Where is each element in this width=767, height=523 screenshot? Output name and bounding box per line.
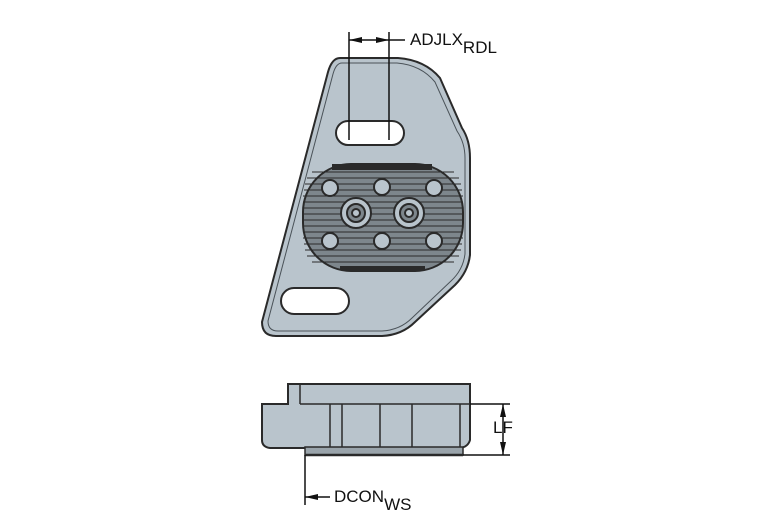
side-view (261, 383, 510, 505)
dconws-label: DCONWS (334, 487, 411, 514)
dconws-sub: WS (384, 495, 412, 514)
serrated-pad (302, 163, 464, 272)
side-body (261, 383, 471, 449)
lf-label: LF (493, 418, 513, 438)
lf-dimension (463, 403, 510, 456)
dconws-main: DCON (334, 487, 385, 506)
lower-slot (280, 287, 350, 315)
upper-slot (335, 120, 405, 146)
clamp-screws (340, 197, 425, 229)
adjlx-dimension (348, 32, 405, 140)
lf-main: LF (493, 418, 513, 437)
adjlx-sub: RDL (462, 38, 497, 57)
adjlx-label: ADJLXRDL (410, 30, 497, 57)
screw-holes (321, 178, 443, 250)
top-view (260, 32, 471, 337)
plate-inner-edge (267, 62, 466, 332)
adjlx-main: ADJLX (410, 30, 463, 49)
dconws-dimension (304, 455, 330, 505)
